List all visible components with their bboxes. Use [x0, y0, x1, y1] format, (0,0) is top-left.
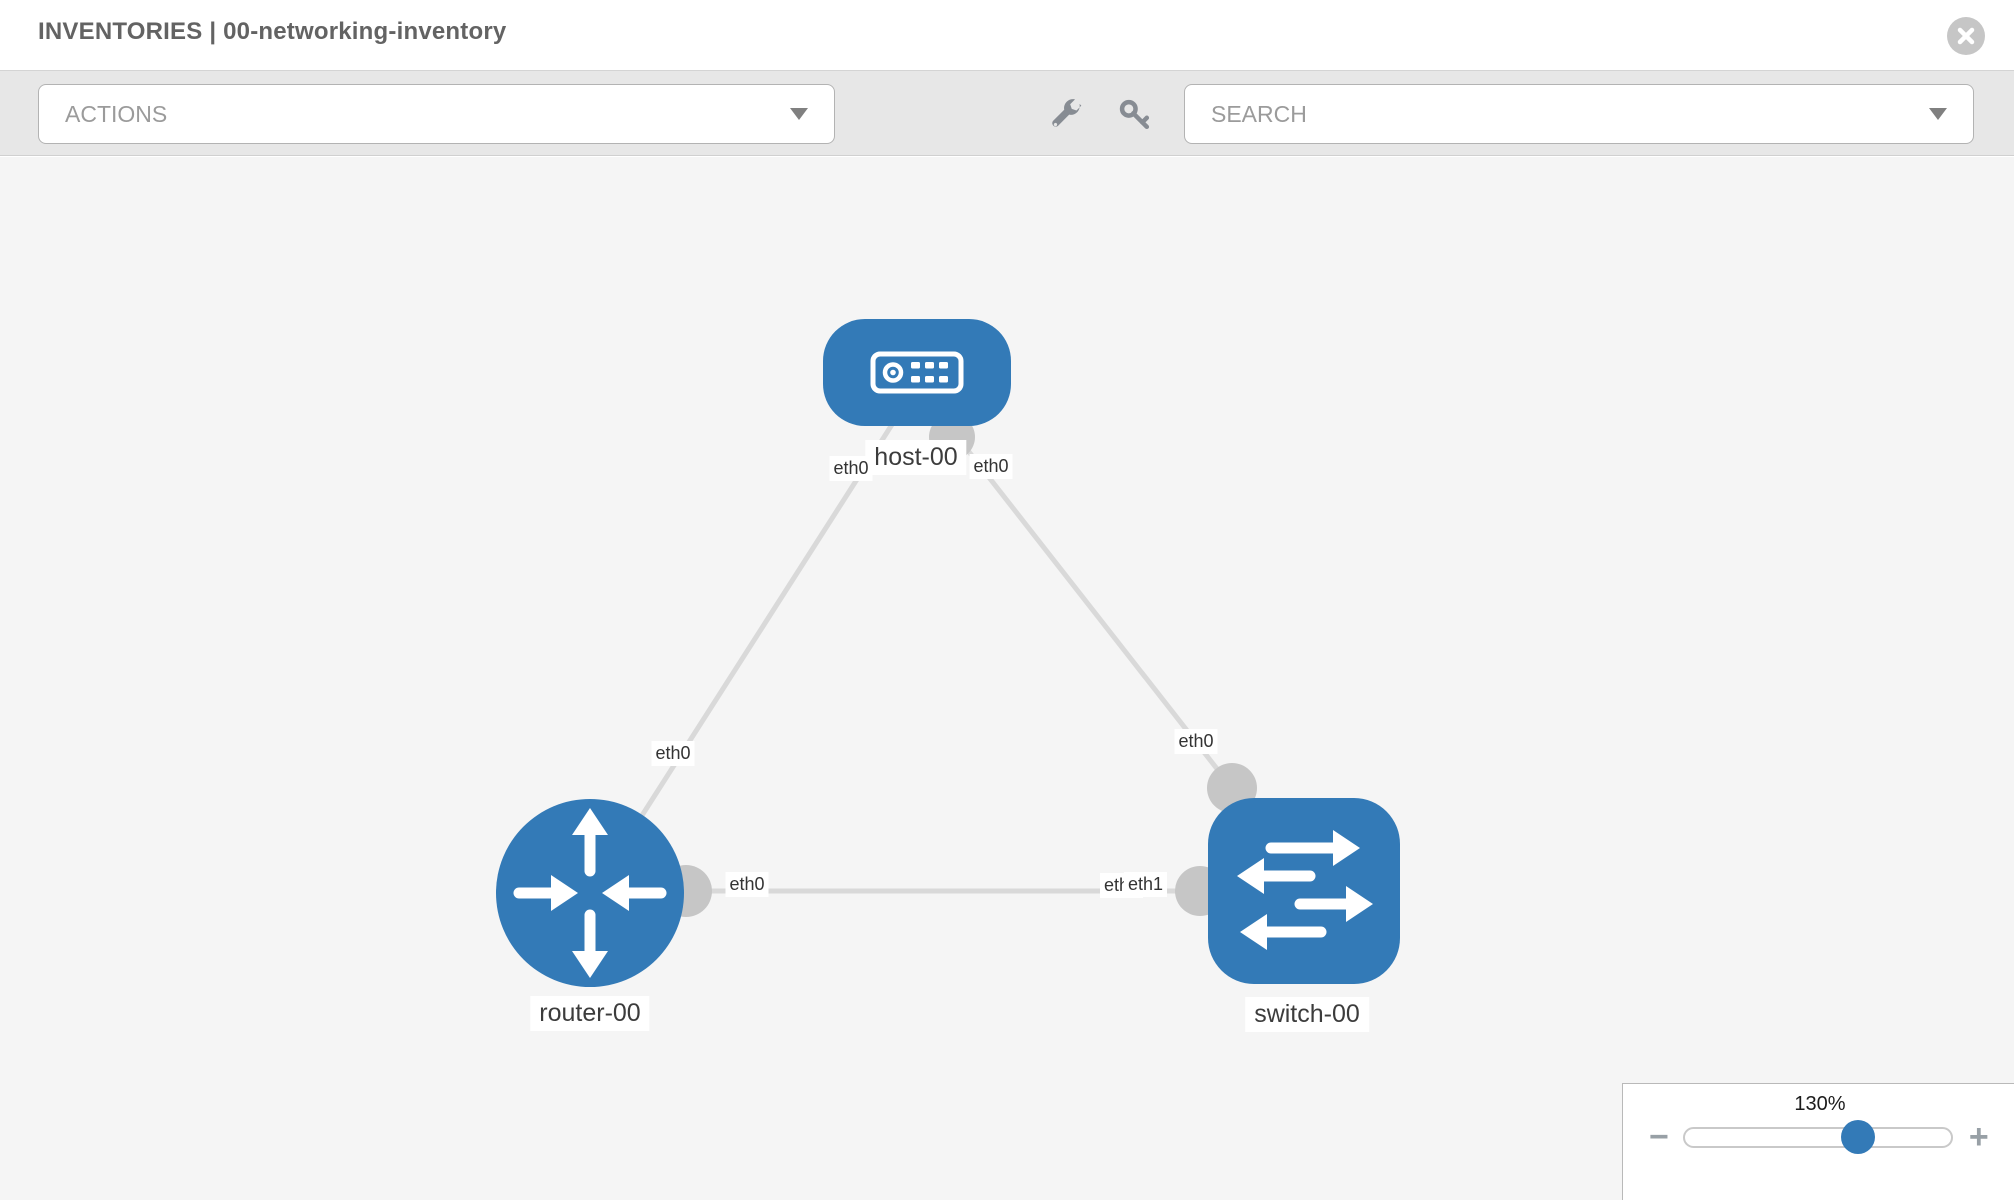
toolbar: ACTIONS SEARCH	[0, 70, 2014, 156]
page-title: INVENTORIES | 00-networking-inventory	[38, 18, 507, 45]
search-dropdown[interactable]: SEARCH	[1184, 84, 1974, 144]
actions-dropdown[interactable]: ACTIONS	[38, 84, 835, 144]
iface-label-router-right: eth0	[725, 872, 769, 897]
close-button[interactable]	[1947, 17, 1985, 55]
tools-button[interactable]	[1044, 94, 1086, 136]
switch-icon	[1237, 830, 1373, 950]
iface-label-switch-left: eth1	[1124, 872, 1168, 897]
search-dropdown-label: SEARCH	[1211, 100, 1307, 127]
iface-label-host-right: eth0	[969, 454, 1013, 479]
node-label-router: router-00	[530, 996, 650, 1031]
zoom-slider-track[interactable]	[1682, 1120, 1953, 1154]
host-icon	[870, 351, 964, 394]
node-host-00[interactable]	[823, 319, 1011, 426]
credentials-button[interactable]	[1114, 94, 1156, 136]
node-router-00[interactable]	[496, 799, 684, 987]
zoom-in-button[interactable]: +	[1968, 1118, 1989, 1156]
iface-label-host-left: eth0	[829, 456, 873, 481]
node-switch-00[interactable]	[1208, 798, 1400, 984]
header: INVENTORIES | 00-networking-inventory	[0, 0, 2014, 70]
topology-canvas[interactable]: host-00 router-00 switch-00 eth0 eth0 et…	[0, 157, 2014, 1200]
chevron-down-icon	[790, 108, 808, 120]
wrench-icon	[1052, 99, 1082, 127]
iface-label-switch-top: eth0	[1174, 729, 1218, 754]
router-icon	[513, 808, 667, 978]
node-label-switch: switch-00	[1245, 997, 1369, 1032]
zoom-level-value: 130%	[1794, 1093, 1846, 1115]
key-icon	[1119, 99, 1150, 130]
zoom-slider-knob[interactable]	[1840, 1120, 1875, 1154]
zoom-out-button[interactable]: −	[1649, 1118, 1669, 1156]
zoom-control-panel: 130% − +	[1622, 1083, 2014, 1200]
iface-label-router-top: eth0	[651, 741, 695, 766]
chevron-down-icon	[1929, 108, 1947, 120]
node-label-host: host-00	[865, 440, 967, 475]
close-icon	[1957, 27, 1975, 45]
actions-dropdown-label: ACTIONS	[65, 100, 168, 127]
link-host-switch[interactable]	[946, 423, 1234, 790]
